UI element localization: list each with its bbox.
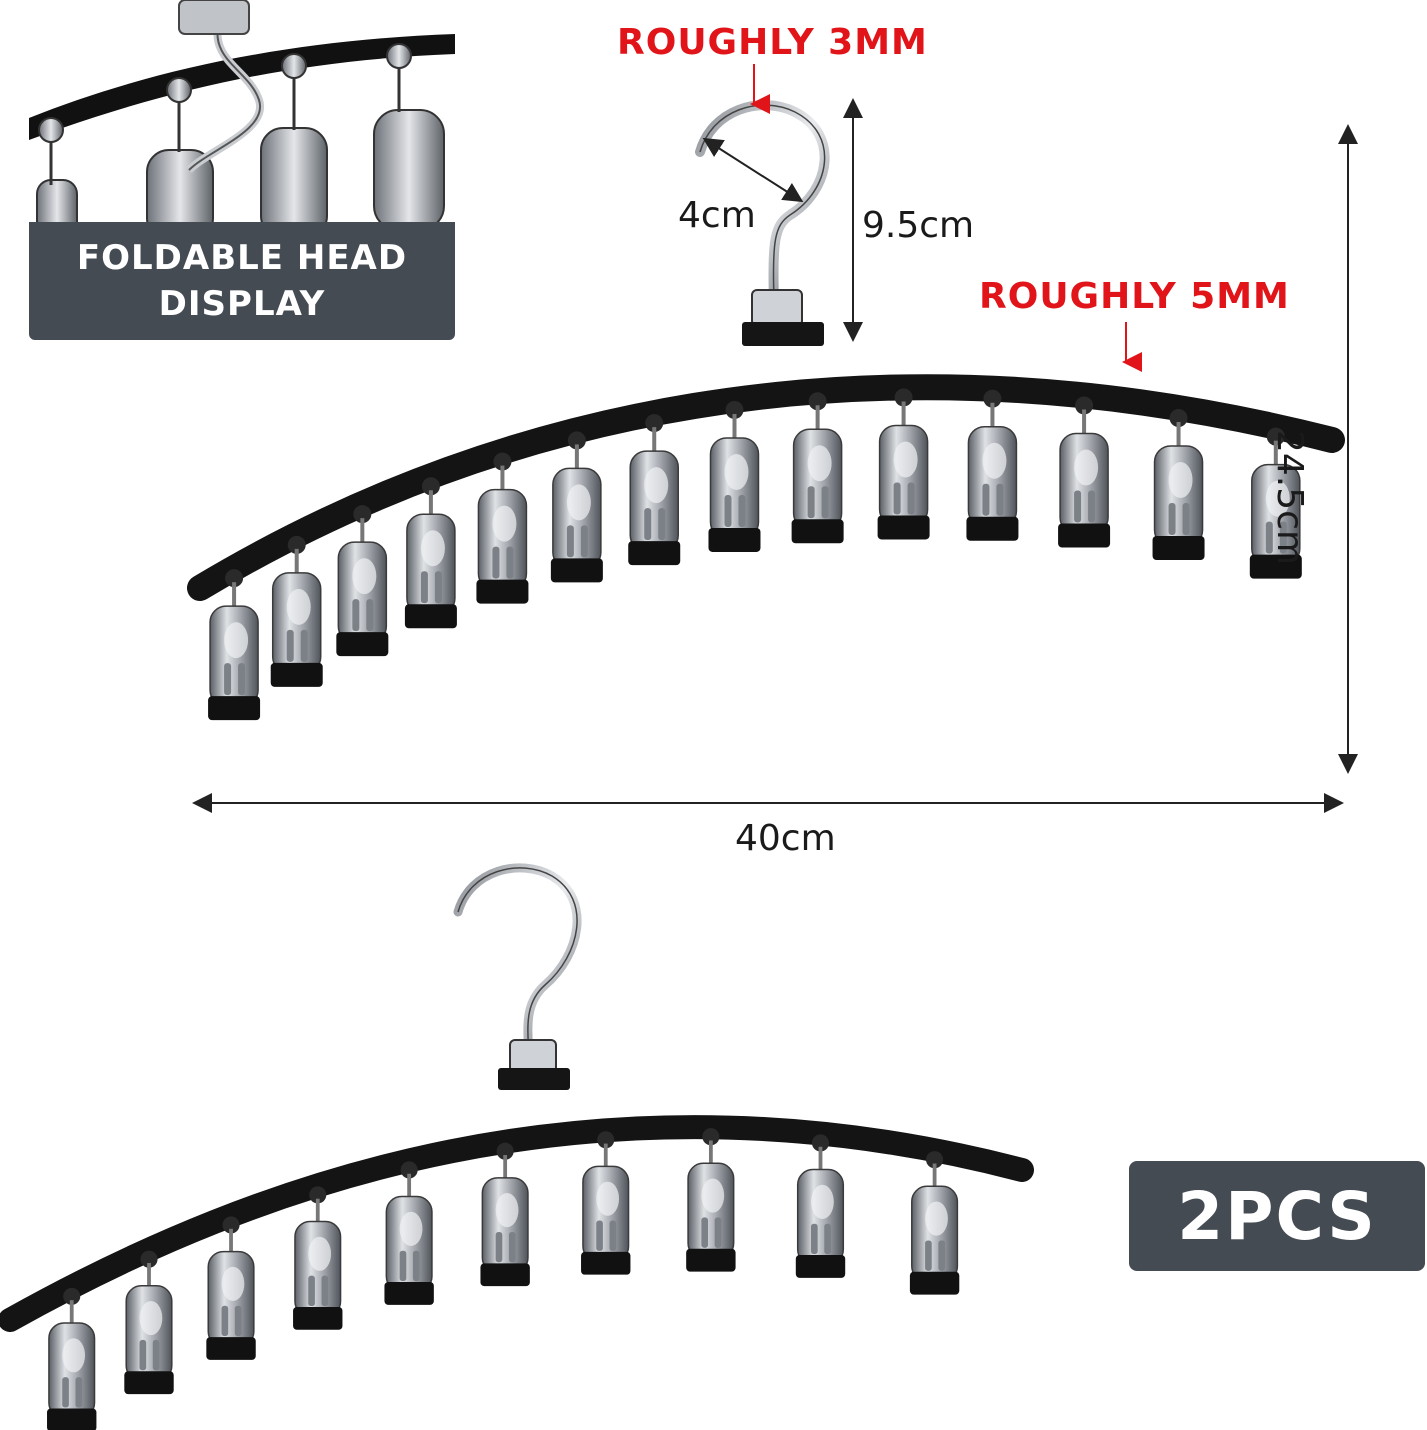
clip — [476, 452, 529, 604]
bottom-hanger-hook — [453, 863, 582, 1090]
hook-opening-label: 4cm — [678, 195, 756, 236]
clip — [1058, 396, 1111, 548]
clip — [47, 1287, 97, 1430]
clip — [293, 1186, 343, 1330]
inset-closeup-illustration — [29, 0, 455, 222]
clip — [581, 1131, 631, 1275]
clip — [795, 1134, 846, 1278]
clip — [404, 477, 457, 629]
hook-opening-dimension-line — [702, 137, 804, 203]
clip — [877, 388, 930, 540]
clip — [124, 1250, 174, 1395]
hook-thickness-label: ROUGHLY 3MM — [617, 22, 928, 63]
clip — [686, 1128, 736, 1272]
bar-thickness-label: ROUGHLY 5MM — [979, 276, 1290, 317]
total-width-label: 40cm — [735, 818, 836, 859]
clip — [270, 535, 323, 687]
clip — [336, 505, 389, 657]
clip — [1152, 409, 1205, 561]
bottom-hanger-bar — [0, 1115, 1034, 1332]
clip — [966, 389, 1019, 541]
hook-height-label: 9.5cm — [862, 205, 975, 246]
clip — [208, 569, 261, 721]
quantity-badge: 2PCS — [1129, 1161, 1425, 1271]
quantity-badge-text: 2PCS — [1177, 1177, 1377, 1255]
inset-caption-line1: FOLDABLE HEAD — [76, 238, 408, 278]
total-height-label: 24.5cm — [1269, 430, 1310, 566]
inset-caption: FOLDABLE HEAD DISPLAY — [77, 235, 407, 327]
clip — [1249, 427, 1302, 579]
clip — [791, 392, 844, 544]
inset-caption-line2: DISPLAY — [158, 284, 326, 324]
top-hanger-clips — [208, 388, 1302, 721]
inset-photo — [29, 0, 455, 222]
top-hanger-hook — [695, 100, 830, 346]
clip — [708, 400, 761, 552]
inset-caption-panel: FOLDABLE HEAD DISPLAY — [29, 222, 455, 340]
top-hanger-bar — [187, 374, 1345, 601]
clip — [480, 1142, 530, 1287]
clip — [628, 414, 681, 566]
bottom-hanger-clips — [47, 1128, 960, 1430]
clip — [384, 1161, 434, 1305]
clip — [550, 431, 603, 583]
clip — [909, 1151, 960, 1295]
clip — [206, 1216, 256, 1360]
